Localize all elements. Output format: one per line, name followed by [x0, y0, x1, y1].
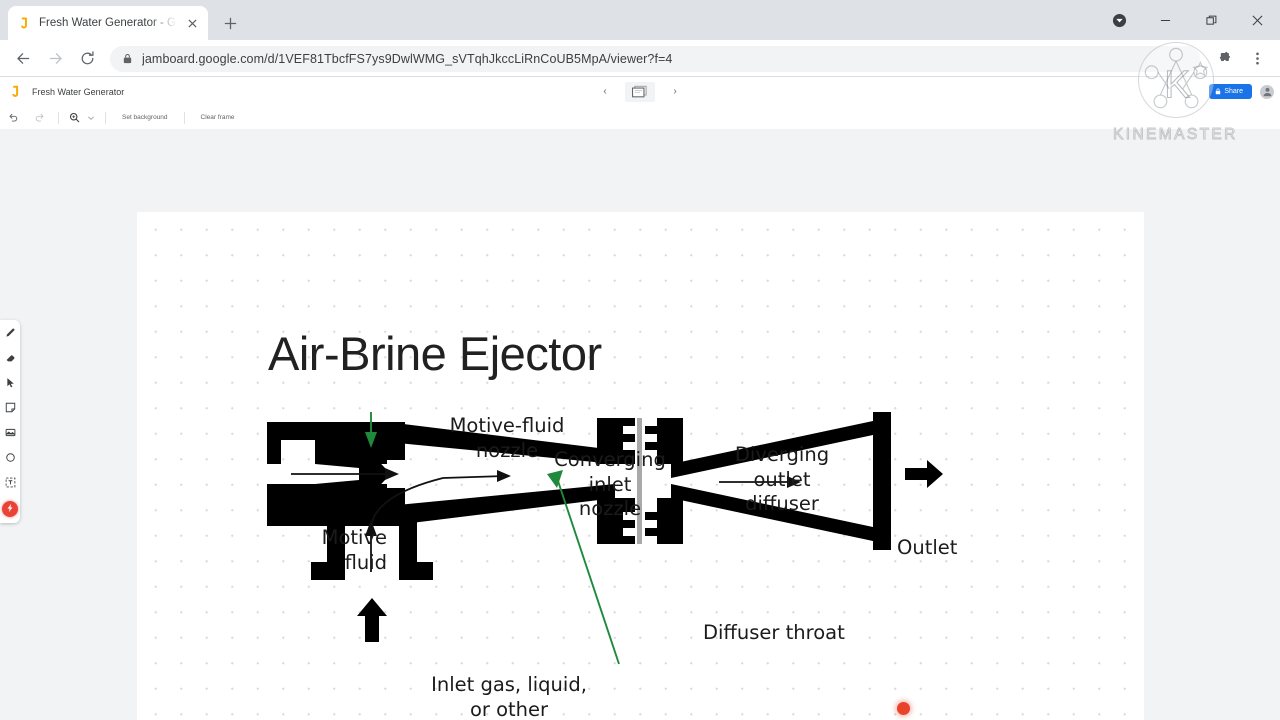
jamboard-favicon-icon	[16, 15, 32, 31]
extension-puzzle-icon[interactable]	[1210, 44, 1240, 74]
select-tool[interactable]	[2, 376, 18, 392]
label-motive-fluid-line1: Motive	[321, 526, 387, 549]
air-brine-ejector-diagram[interactable]	[267, 412, 1027, 720]
frames-stack-icon[interactable]	[625, 81, 655, 102]
label-motive-fluid-nozzle[interactable]: Motive-fluid nozzle	[422, 414, 592, 463]
label-converging-line1: Converging	[554, 448, 666, 471]
share-button[interactable]: Share	[1209, 84, 1252, 99]
label-diverging-line3: diffuser	[745, 492, 819, 516]
eraser-icon	[5, 350, 16, 368]
label-converging-line2: inlet	[588, 472, 632, 496]
browser-tab[interactable]: Fresh Water Generator - Google	[8, 6, 208, 40]
label-motive-fluid-line2: fluid	[344, 550, 387, 574]
image-icon	[5, 425, 16, 443]
maximize-restore-button[interactable]	[1188, 0, 1234, 40]
address-bar[interactable]: jamboard.google.com/d/1VEF81TbcfFS7ys9Dw…	[110, 45, 1200, 72]
jam-frame-canvas[interactable]: Air-Brine Ejector	[137, 212, 1144, 720]
minimize-button[interactable]	[1142, 0, 1188, 40]
window-controls	[1096, 0, 1280, 40]
url-text: jamboard.google.com/d/1VEF81TbcfFS7ys9Dw…	[142, 51, 673, 66]
lock-icon	[122, 53, 133, 64]
tab-strip: Fresh Water Generator - Google	[0, 0, 1280, 40]
label-inlet-line2: or other	[469, 697, 549, 720]
close-window-button[interactable]	[1234, 0, 1280, 40]
reload-button[interactable]	[72, 44, 102, 74]
tab-close-icon[interactable]	[184, 15, 200, 31]
jamboard-doc-title[interactable]: Fresh Water Generator	[32, 86, 125, 97]
diffuser-throat-gap	[637, 418, 642, 544]
label-diffuser-throat[interactable]: Diffuser throat	[703, 621, 845, 644]
label-diverging-line1: Diverging	[734, 443, 830, 466]
previous-frame-button[interactable]: ‹	[603, 86, 607, 97]
ejector-body	[267, 412, 891, 580]
label-converging-inlet-nozzle[interactable]: Converging inlet nozzle	[535, 448, 685, 522]
sticky-note-icon	[5, 400, 16, 418]
tab-title: Fresh Water Generator - Google	[39, 17, 177, 29]
label-diverging-line2: outlet	[753, 467, 811, 491]
zoom-dropdown-caret-icon[interactable]	[83, 106, 99, 129]
next-frame-button[interactable]: ›	[673, 86, 677, 97]
text-box-icon	[5, 475, 16, 493]
circle-shape-icon	[5, 450, 16, 468]
set-background-button[interactable]: Set background	[122, 114, 168, 121]
annotation-leaders	[365, 412, 620, 665]
profile-avatar-icon[interactable]	[1096, 0, 1142, 40]
jamboard-header: Fresh Water Generator ‹ ›	[0, 77, 1280, 106]
label-converging-line3: nozzle	[578, 497, 642, 521]
clear-frame-button[interactable]: Clear frame	[200, 114, 235, 121]
label-outlet[interactable]: Outlet	[897, 536, 958, 559]
sticky-note-tool[interactable]	[2, 401, 18, 417]
canvas-viewport[interactable]: Air-Brine Ejector	[0, 129, 1280, 720]
text-box-tool[interactable]	[2, 476, 18, 492]
kinemaster-watermark-text: KINEMASTER	[1113, 126, 1238, 144]
shape-tool[interactable]	[2, 451, 18, 467]
browser-menu-button[interactable]	[1242, 44, 1272, 74]
jamboard-header-actions: Share	[1209, 84, 1274, 99]
frame-navigator: ‹ ›	[599, 81, 681, 102]
label-diverging-outlet-diffuser[interactable]: Diverging outlet diffuser	[702, 443, 862, 517]
label-inlet-gas-liquid-or-other[interactable]: Inlet gas, liquid, or other	[399, 673, 619, 720]
label-motive-fluid-nozzle-line1: Motive-fluid	[449, 414, 565, 437]
tool-rail	[0, 320, 20, 523]
label-motive-fluid[interactable]: Motive fluid	[292, 526, 387, 575]
redo-button[interactable]	[26, 106, 52, 129]
jamboard-app: Fresh Water Generator ‹ ›	[0, 77, 1280, 720]
chrome-divider	[0, 76, 1280, 77]
laser-pointer-icon	[5, 500, 15, 518]
laser-pointer-dot	[897, 702, 910, 715]
pen-tool[interactable]	[2, 326, 18, 342]
cursor-arrow-icon	[5, 375, 16, 393]
svg-text:K: K	[1164, 64, 1190, 107]
extension-icons	[1210, 44, 1272, 74]
back-button[interactable]	[8, 44, 38, 74]
navigation-bar: jamboard.google.com/d/1VEF81TbcfFS7ys9Dw…	[0, 40, 1280, 77]
external-arrows	[357, 460, 943, 642]
flow-arrows	[291, 468, 801, 572]
new-tab-button[interactable]	[216, 9, 244, 37]
zoom-magnifier-icon[interactable]	[65, 106, 83, 129]
forward-button[interactable]	[40, 44, 70, 74]
lock-share-icon	[1215, 88, 1221, 95]
share-label: Share	[1224, 88, 1243, 95]
kinemaster-logo-icon: K	[1138, 42, 1214, 118]
pen-icon	[5, 325, 16, 343]
label-motive-fluid-nozzle-line2: nozzle	[475, 438, 539, 462]
jamboard-logo-icon	[6, 82, 26, 102]
image-tool[interactable]	[2, 426, 18, 442]
toolbar-divider-2	[105, 111, 106, 124]
label-inlet-line1: Inlet gas, liquid,	[431, 673, 587, 696]
eraser-tool[interactable]	[2, 351, 18, 367]
account-avatar[interactable]	[1260, 84, 1274, 99]
laser-pointer-tool[interactable]	[2, 501, 18, 517]
toolbar-divider-3	[183, 111, 185, 124]
jamboard-toolbar: Set background Clear frame	[0, 106, 1280, 129]
undo-button[interactable]	[0, 106, 26, 129]
toolbar-divider	[58, 111, 59, 124]
diagram-title[interactable]: Air-Brine Ejector	[268, 327, 602, 380]
